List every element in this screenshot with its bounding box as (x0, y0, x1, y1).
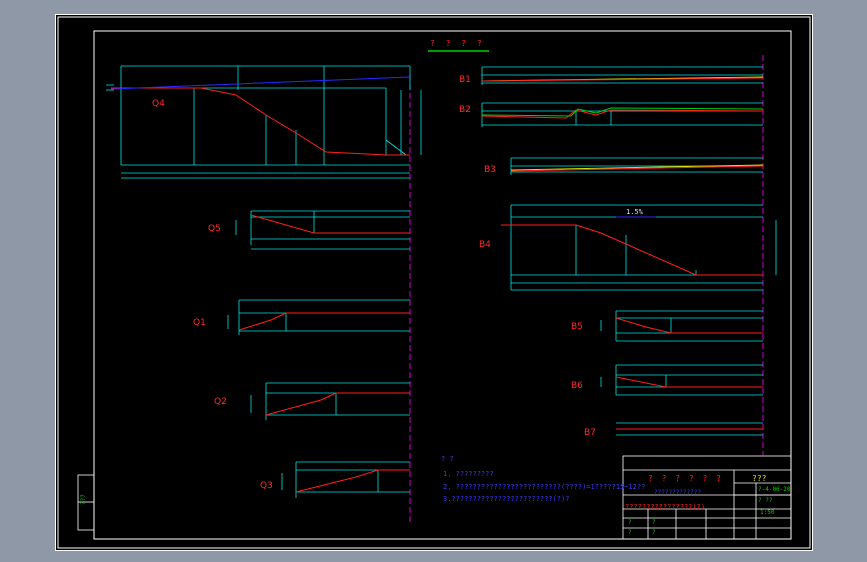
b5-profile-line (615, 317, 763, 334)
q1-profile-line (238, 312, 410, 331)
b4-profile-line (501, 224, 763, 276)
label-b2: B2 (459, 105, 471, 115)
titleblock-row-3: ? (628, 529, 632, 536)
slope-label: 1.5% (626, 208, 643, 216)
label-q2: Q2 (214, 397, 227, 407)
b6-profile-line (615, 376, 763, 388)
drawing-title: ? ? ? ? (430, 39, 485, 48)
profile-q4 (106, 65, 422, 179)
b1-red-line (481, 77, 764, 82)
profile-q2 (250, 382, 410, 420)
q5-profile-line (250, 214, 410, 234)
label-q4: Q4 (152, 99, 165, 109)
drawing-sheet (57, 16, 811, 549)
label-b1: B1 (459, 75, 471, 85)
titleblock-row-2: ? (652, 519, 656, 526)
titleblock-sheet-row: ? ?? (758, 497, 773, 504)
profile-q3 (281, 461, 410, 498)
side-stamp-text: ??? (80, 494, 87, 505)
titleblock-date: ?-4-06-20 (758, 486, 791, 493)
b3-profile-line (510, 164, 764, 171)
notes-line-1: 1. ????????? (443, 470, 494, 478)
titleblock-title: ? ? ? ? ? ? (648, 474, 723, 483)
q2-profile-line (265, 392, 410, 416)
b3-red-line (510, 165, 764, 172)
q3-profile-line (295, 469, 410, 493)
profile-b6 (600, 364, 763, 396)
label-b3: B3 (484, 165, 496, 175)
side-stamp-box (77, 474, 95, 531)
titleblock-row-4: ? (652, 529, 656, 536)
q4-blue-line (110, 76, 411, 90)
profile-b5 (600, 310, 763, 342)
title-block (622, 455, 792, 540)
titleblock-row-1: ? (628, 519, 632, 526)
profile-q1 (227, 299, 410, 335)
b2-profile-line (481, 109, 764, 119)
titleblock-drawing-name: ????????????????(?) (625, 503, 706, 511)
inner-frame (93, 30, 792, 540)
label-q5: Q5 (208, 224, 221, 234)
titleblock-subtitle: ????????????? (654, 489, 701, 496)
label-q3: Q3 (260, 481, 273, 491)
profile-b1 (481, 66, 763, 85)
profile-q5 (235, 210, 410, 250)
label-b6: B6 (571, 381, 583, 391)
titleblock-code: ??? (752, 474, 767, 483)
cad-viewport[interactable]: ? ? ? ? Q4 Q5 Q1 Q2 Q3 B1 B2 B3 B4 B5 B6… (55, 14, 813, 551)
label-q1: Q1 (193, 318, 206, 328)
notes-header: ? ? (441, 455, 454, 463)
notes-line-2: 2. ?????????????????????????(????)=1????… (443, 483, 646, 491)
b2-green-line (481, 107, 764, 117)
titleblock-scale: 1:50 (760, 509, 775, 516)
outer-frame (57, 16, 811, 549)
notes-line-3: 3.????????????????????????(?)? (443, 495, 570, 503)
q4-profile-line (111, 87, 410, 156)
label-b4: B4 (479, 240, 491, 250)
label-b7: B7 (584, 428, 596, 438)
label-b5: B5 (571, 322, 583, 332)
profile-b4 (510, 204, 777, 291)
